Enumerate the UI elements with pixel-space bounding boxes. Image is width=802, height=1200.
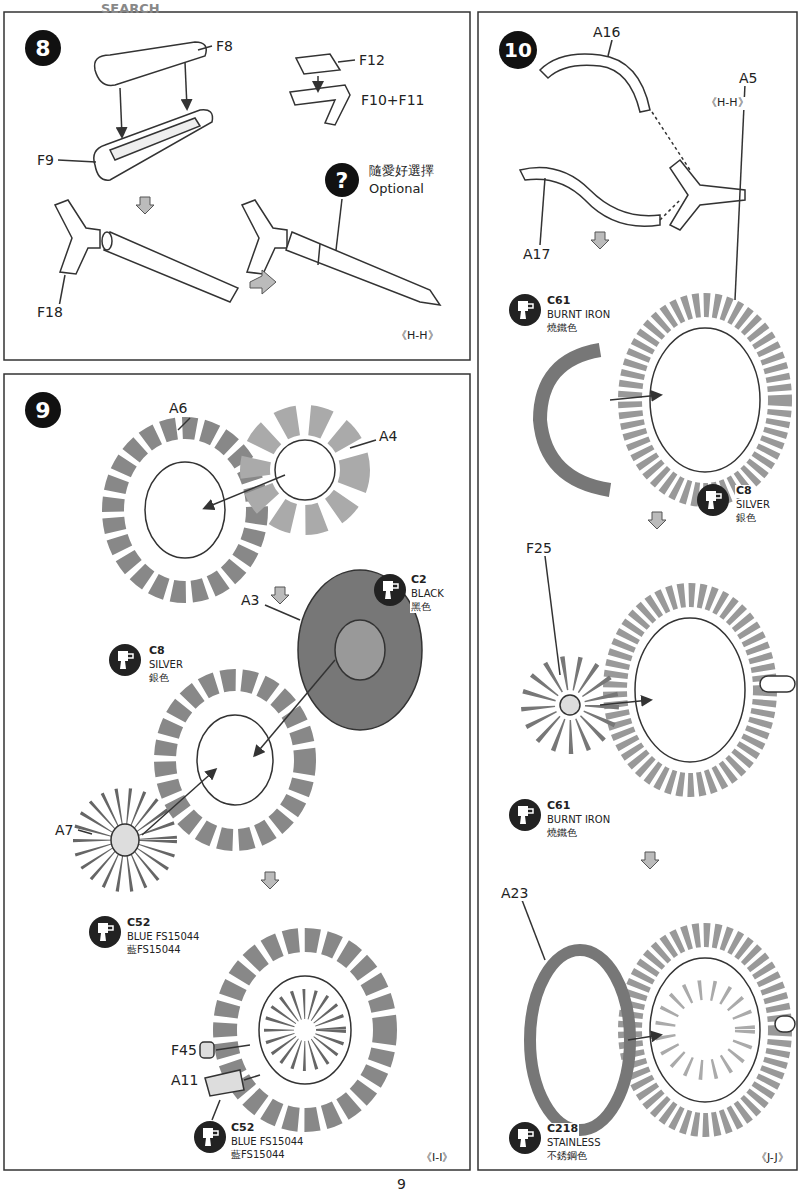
- note: 隨愛好選擇: [368, 164, 435, 179]
- step-number: 8: [25, 30, 61, 66]
- note: Optional: [368, 182, 425, 197]
- paint-name: SILVER: [735, 499, 771, 511]
- paint-name: BLUE FS15044: [230, 1136, 305, 1148]
- part-number: A11: [170, 1072, 199, 1088]
- view-mark: 《H-H》: [705, 97, 750, 110]
- option-mark: ?: [325, 163, 359, 197]
- node-text: 9: [35, 398, 50, 423]
- watermark: SEARCH: [100, 2, 161, 17]
- paint-name: BLUE FS15044: [126, 931, 201, 943]
- part-number: F8: [215, 38, 234, 54]
- paint-name: 不銹鋼色: [546, 1150, 588, 1162]
- paint-name: STAINLESS: [546, 1137, 602, 1149]
- part-number: A5: [738, 70, 758, 86]
- part-number: F45: [170, 1042, 198, 1058]
- node-text: ?: [336, 168, 349, 193]
- step-number: 10: [499, 31, 537, 69]
- paint-name: BURNT IRON: [546, 309, 611, 321]
- paint-code: C218: [546, 1123, 579, 1136]
- paint-code: C61: [546, 295, 571, 308]
- page-number: 9: [396, 1176, 407, 1192]
- paint-code: C8: [735, 485, 753, 498]
- part-number: A3: [240, 592, 260, 608]
- part-number: A23: [500, 885, 529, 901]
- part-number: F12: [358, 52, 386, 68]
- part-number: A16: [592, 24, 621, 40]
- step-number: 9: [25, 392, 61, 428]
- paint-name: 藍FS15044: [126, 944, 182, 956]
- part-number: F9: [36, 152, 55, 168]
- part-number: F10+F11: [360, 92, 425, 108]
- node-text: 8: [35, 36, 50, 61]
- paint-name: 燒鐵色: [546, 827, 578, 839]
- part-number: A6: [168, 400, 188, 416]
- node-text: 10: [504, 38, 532, 62]
- part-number: A17: [522, 246, 551, 262]
- view-mark: 《I-I》: [420, 1152, 454, 1165]
- paint-name: 銀色: [148, 672, 170, 684]
- paint-name: 銀色: [735, 512, 757, 524]
- view-mark: 《H-H》: [395, 330, 440, 343]
- part-number: F25: [525, 540, 553, 556]
- paint-name: 黑色: [410, 601, 432, 613]
- paint-code: C52: [230, 1122, 255, 1135]
- paint-name: BLACK: [410, 588, 445, 600]
- paint-code: C52: [126, 917, 151, 930]
- paint-code: C8: [148, 645, 166, 658]
- part-number: F18: [36, 304, 64, 320]
- paint-name: 燒鐵色: [546, 322, 578, 334]
- paint-name: 藍FS15044: [230, 1149, 286, 1161]
- paint-name: BURNT IRON: [546, 814, 611, 826]
- paint-code: C61: [546, 800, 571, 813]
- part-number: A7: [54, 822, 74, 838]
- part-number: A4: [378, 428, 398, 444]
- paint-name: SILVER: [148, 659, 184, 671]
- paint-code: C2: [410, 574, 428, 587]
- view-mark: 《J-J》: [755, 1152, 790, 1165]
